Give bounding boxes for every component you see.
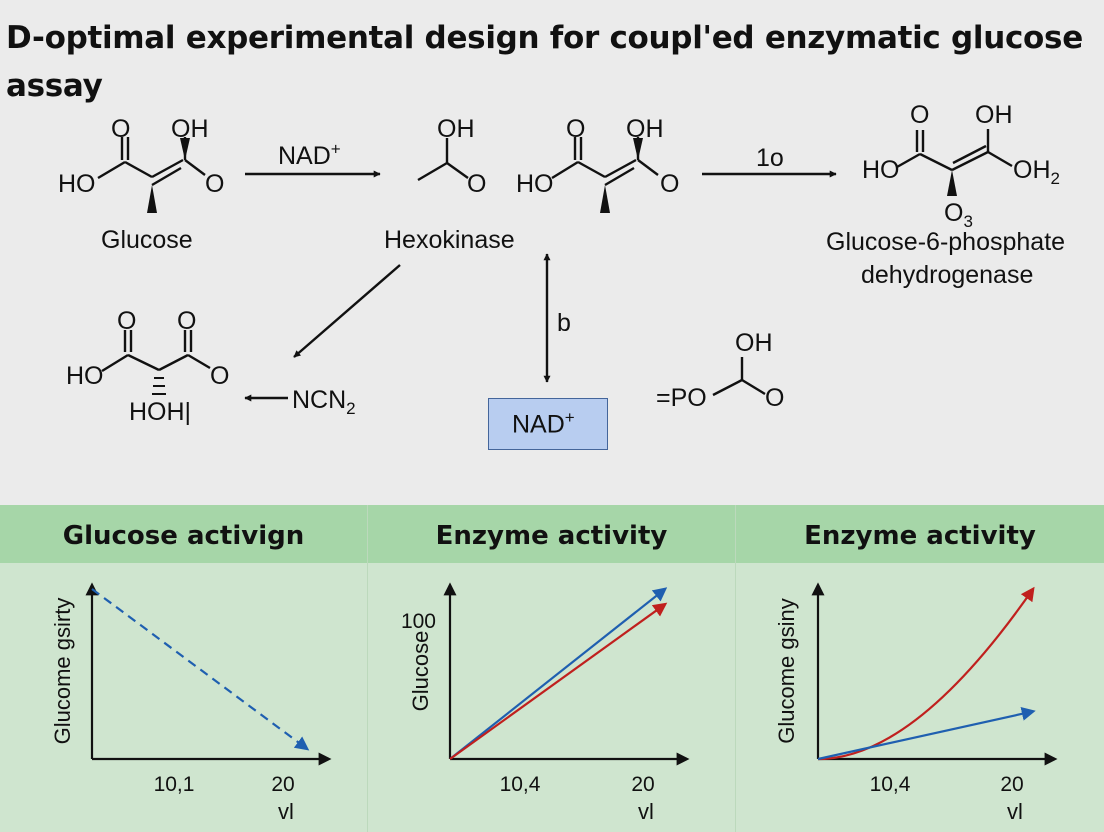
chart-1: 10,1 20 vl Glucome gsirty — [50, 582, 332, 824]
glucose-wedge — [147, 185, 157, 213]
panel-divider — [367, 505, 368, 832]
malate-atom-HO: HO — [66, 362, 104, 390]
mol3-bond — [577, 160, 606, 179]
glucose-bond — [151, 166, 182, 187]
glucose-bond — [184, 159, 206, 176]
malate-bond — [101, 353, 129, 373]
reaction-scheme — [97, 129, 1013, 402]
charts-panel: Glucose activign Enzyme activity Enzyme … — [0, 505, 1104, 832]
panel-header-3: Enzyme activity — [736, 505, 1104, 563]
mol3-atom-OH: OH — [626, 115, 664, 143]
arrow2-label: 1o — [756, 144, 784, 172]
arrow1-label: NAD+ — [278, 140, 341, 171]
mol3-bond — [604, 158, 637, 179]
page-title: D-optimal experimental design for coupl'… — [6, 20, 1083, 104]
x-axis-label: vl — [1007, 799, 1023, 824]
x-tick-label: 20 — [631, 773, 654, 796]
series-line — [817, 706, 1036, 761]
g6pd-bond — [987, 150, 1013, 168]
reaction-arrow-3 — [293, 264, 401, 358]
mol3-atom-O: O — [566, 115, 586, 143]
mol3-bond — [551, 160, 579, 180]
glucose-atom-O-right: O — [205, 170, 225, 198]
g6pd-atom-O3: O3 — [944, 199, 973, 231]
phospho-bond — [741, 378, 766, 396]
hexokinase-bond — [446, 162, 469, 179]
malate-atom-O2: O — [177, 307, 197, 335]
panel-header-2: Enzyme activity — [368, 505, 735, 563]
series-line — [449, 587, 668, 760]
malate-atom-O-right: O — [210, 362, 230, 390]
phospho-atom-OH: OH — [735, 329, 773, 357]
chart-2: 10,4 20 100 vl Glucose — [401, 582, 690, 824]
x-axis-label: vl — [278, 799, 294, 824]
mol3-atom-HO: HO — [516, 170, 554, 198]
g6pd-bond — [896, 152, 921, 169]
nad-box-label: NAD+ — [512, 408, 575, 439]
phospho-bond — [712, 378, 743, 397]
glucose-bond — [97, 160, 126, 180]
ncn2-label: NCN2 — [292, 386, 356, 418]
y-axis-label: Glucome gsirty — [50, 598, 75, 745]
malate-bond — [187, 353, 211, 370]
hexokinase-atom-O: O — [467, 170, 487, 198]
glucose-atom-OH: OH — [171, 115, 209, 143]
x-tick-label: 20 — [271, 773, 294, 796]
malate-bond — [127, 353, 160, 372]
g6pd-label-line2: dehydrogenase — [861, 261, 1034, 289]
glucose-bond — [151, 158, 184, 179]
g6pd-wedge — [947, 170, 957, 196]
g6pd-atom-O: O — [910, 101, 930, 129]
mol3-bond — [604, 166, 635, 187]
hexokinase-label: Hexokinase — [384, 226, 515, 254]
g6pd-bond — [951, 150, 989, 172]
g6pd-bond — [952, 144, 987, 165]
panel-divider — [735, 505, 736, 832]
chart-3: 10,4 20 vl Glucome gsiny — [774, 582, 1058, 824]
x-tick-label: 10,1 — [154, 773, 195, 796]
x-tick-label: 20 — [1000, 773, 1023, 796]
phospho-prefix: =PO — [656, 384, 707, 412]
glucose-wedge-top — [180, 138, 190, 160]
y-axis-label: Glucome gsiny — [774, 598, 799, 744]
g6pd-atom-HO: HO — [862, 156, 900, 184]
mol3-bond — [637, 159, 659, 176]
glucose-atom-O: O — [111, 115, 131, 143]
mol3-atom-O-right: O — [660, 170, 680, 198]
glucose-bond — [124, 160, 153, 179]
phospho-atom-O: O — [765, 384, 785, 412]
malate-atom-O1: O — [117, 307, 137, 335]
mol3-wedge — [600, 185, 610, 213]
g6pd-bond — [919, 152, 953, 172]
mol3-wedge-top — [633, 138, 643, 160]
glucose-label: Glucose — [101, 226, 193, 254]
y-tick-label: 100 — [401, 610, 436, 633]
series-line — [449, 602, 668, 760]
hexokinase-atom-OH: OH — [437, 115, 475, 143]
series-line — [817, 586, 1035, 761]
series-line — [91, 588, 310, 751]
g6pd-atom-OH: OH — [975, 101, 1013, 129]
malate-atom-HOH: HOH| — [129, 398, 192, 426]
glucose-atom-HO: HO — [58, 170, 96, 198]
hexokinase-bond — [417, 161, 448, 182]
g6pd-atom-OH2: OH2 — [1013, 156, 1060, 188]
x-tick-label: 10,4 — [500, 773, 541, 796]
malate-bond — [158, 353, 189, 372]
x-axis-label: vl — [638, 799, 654, 824]
nad-box — [488, 398, 608, 450]
g6pd-label-line1: Glucose-6-phosphate — [826, 228, 1066, 256]
b-label: b — [557, 309, 571, 337]
panel-header-1: Glucose activign — [0, 505, 367, 563]
x-tick-label: 10,4 — [870, 773, 911, 796]
y-axis-label: Glucose — [408, 631, 433, 712]
